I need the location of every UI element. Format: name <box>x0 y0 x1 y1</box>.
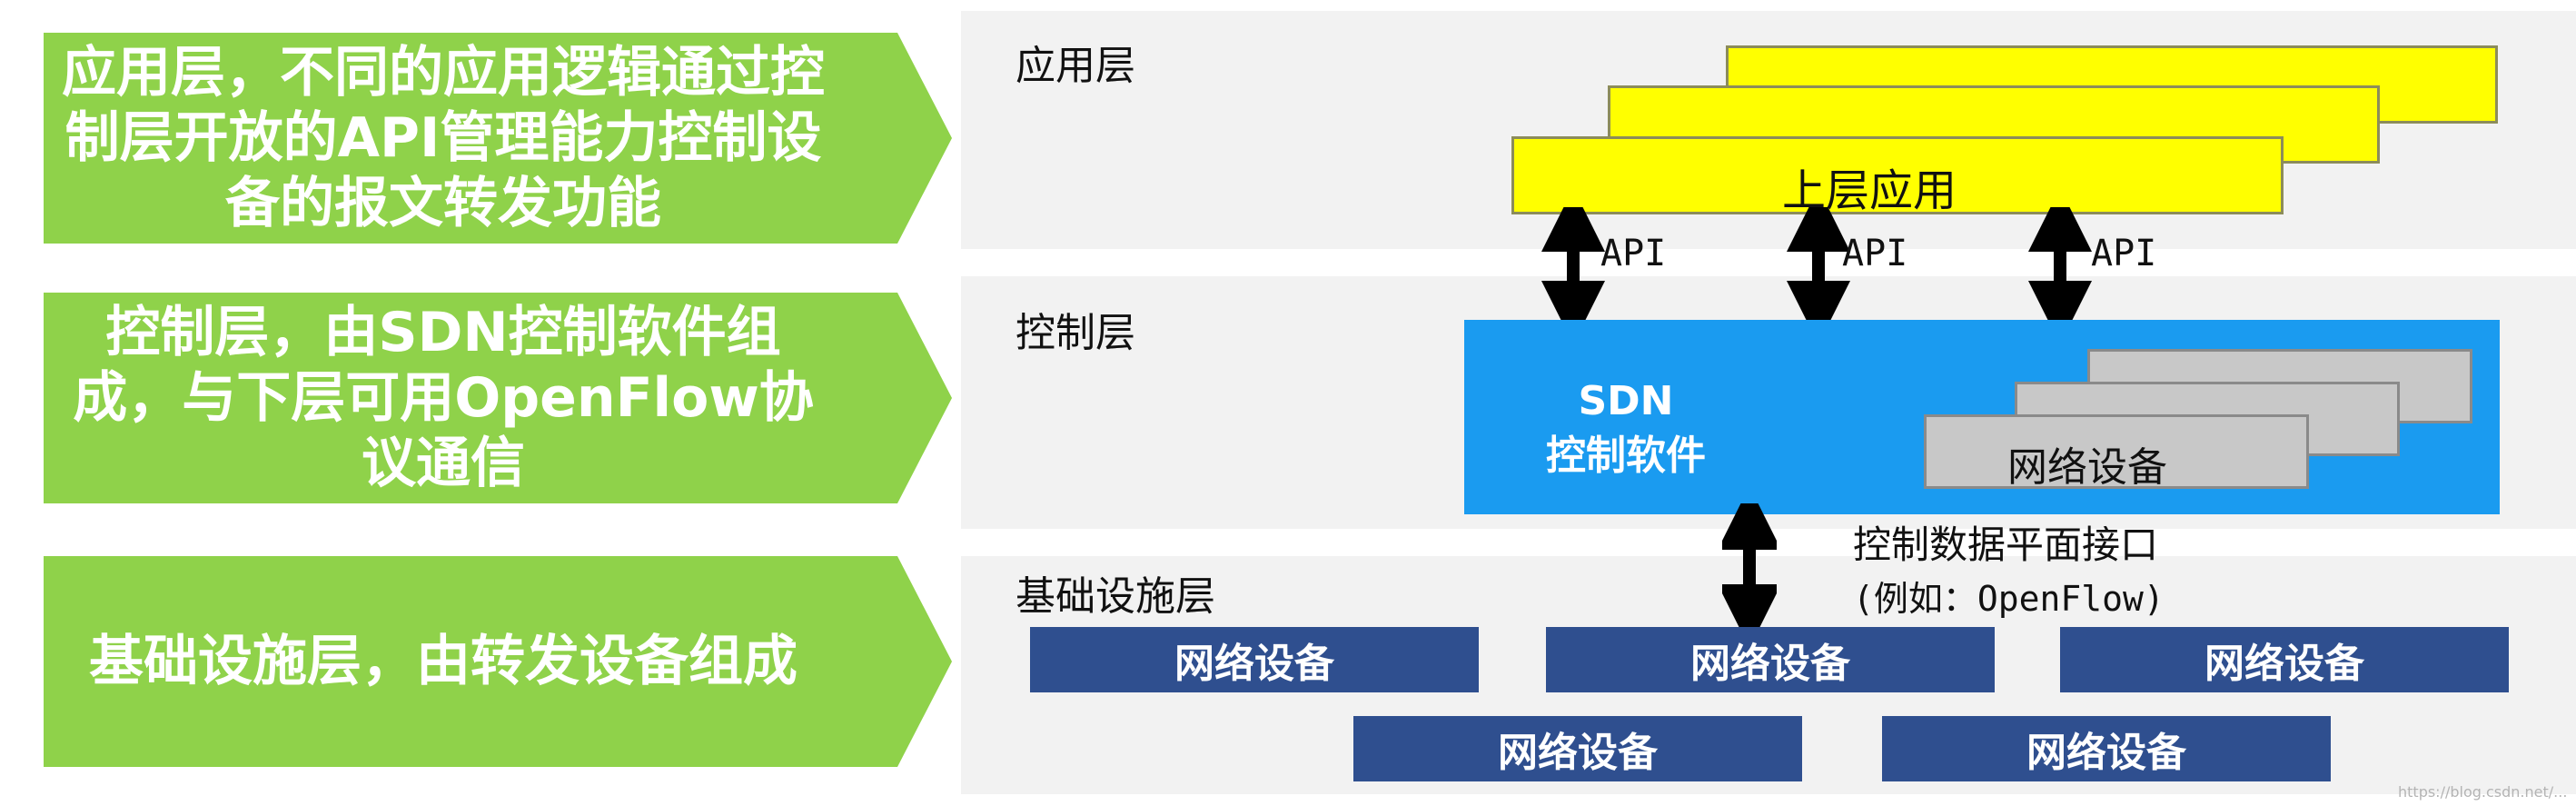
api-label-1: API <box>1600 233 1667 274</box>
app-layer-description: 应用层，不同的应用逻辑通过控制层开放的API管理能力控制设备的报文转发功能 <box>62 41 825 235</box>
infrastructure-layer-label: 基础设施层 <box>1016 573 1215 620</box>
network-device-4: 网络设备 <box>1353 716 1802 781</box>
infrastructure-layer-description: 基础设施层，由转发设备组成 <box>89 630 798 693</box>
green-arrow-shape <box>44 556 952 767</box>
interface-title: 控制数据平面接口 <box>1853 522 2159 567</box>
interface-example: (例如：OpenFlow) <box>1853 579 2165 619</box>
api-label-2: API <box>1842 233 1908 274</box>
network-device-5: 网络设备 <box>1882 716 2331 781</box>
app-layer-arrow: 应用层，不同的应用逻辑通过控制层开放的API管理能力控制设备的报文转发功能 <box>44 33 952 244</box>
watermark: https://blog.csdn.net/... <box>2398 783 2568 801</box>
sdn-controller-label-2: 控制软件 <box>1546 433 1706 479</box>
controller-device-card-front <box>1924 414 2309 489</box>
network-device-2: 网络设备 <box>1546 627 1995 692</box>
green-arrow-shape <box>44 293 952 503</box>
control-layer-arrow: 控制层，由SDN控制软件组成，与下层可用OpenFlow协议通信 <box>44 293 952 503</box>
network-device-3: 网络设备 <box>2060 627 2509 692</box>
application-layer-label: 应用层 <box>1016 43 1135 89</box>
southbound-arrow <box>1722 503 1777 631</box>
upper-app-card-front <box>1511 136 2284 214</box>
control-layer-description: 控制层，由SDN控制软件组成，与下层可用OpenFlow协议通信 <box>73 301 814 495</box>
green-arrow-shape <box>44 33 952 244</box>
control-layer-label: 控制层 <box>1016 310 1135 356</box>
infrastructure-layer-arrow: 基础设施层，由转发设备组成 <box>44 556 952 767</box>
api-label-3: API <box>2091 233 2157 274</box>
network-device-1: 网络设备 <box>1030 627 1479 692</box>
api-arrows <box>1541 207 2092 325</box>
controller-device-label: 网络设备 <box>2007 444 2167 491</box>
sdn-controller-label-1: SDN <box>1578 378 1674 424</box>
